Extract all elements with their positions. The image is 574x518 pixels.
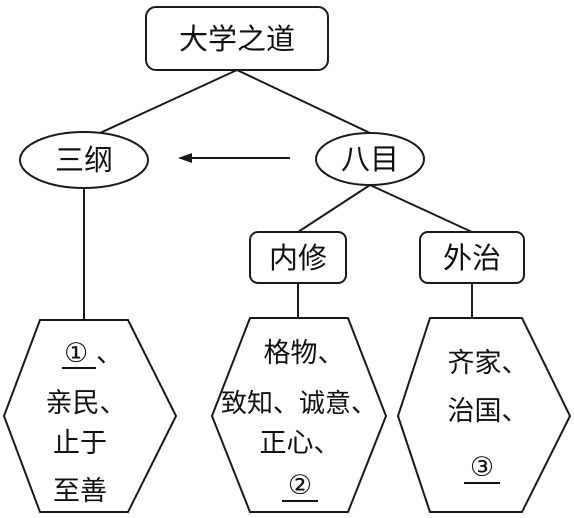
hexagon3-blank: ③: [470, 452, 494, 483]
hexagon3-line1: 齐家、: [448, 348, 529, 379]
bamu-label: 八目: [341, 142, 399, 176]
hexagon1-line1: 、: [96, 338, 123, 369]
hexagon1-blank: ①: [64, 338, 88, 369]
connector-root-bamu: [236, 69, 371, 134]
waizhi-node: 外治: [419, 231, 525, 284]
sangang-label: 三纲: [55, 143, 113, 177]
connector-root-sangang: [99, 69, 238, 134]
sangang-hexagon: ① 、 亲民、 止于 至善: [2, 319, 178, 513]
hexagon1-line2: 亲民、: [46, 388, 127, 419]
connector-bamu-neixiu: [297, 184, 371, 233]
neixiu-hexagon: 格物、 致知、诚意、 正心、 ②: [210, 317, 388, 513]
neixiu-node: 内修: [249, 231, 347, 284]
hexagon2-line2: 致知、诚意、: [221, 389, 377, 419]
hexagon2-line1: 格物、: [264, 338, 345, 369]
waizhi-hexagon: 齐家、 治国、 ③: [396, 317, 572, 513]
neixiu-label: 内修: [269, 241, 327, 275]
connector-bamu-waizhi: [369, 184, 473, 233]
hexagon2-blank: ②: [288, 470, 312, 501]
root-label: 大学之道: [179, 22, 295, 56]
hexagon2-line3: 正心、: [260, 428, 341, 459]
hexagon1-line3: 止于: [53, 428, 107, 459]
waizhi-label: 外治: [443, 241, 501, 275]
hexagon1-line4: 至善: [53, 476, 107, 507]
hexagon3-line2: 治国、: [448, 396, 529, 427]
sangang-node: 三纲: [19, 131, 149, 189]
root-node: 大学之道: [145, 6, 329, 71]
bamu-node: 八目: [315, 132, 425, 186]
